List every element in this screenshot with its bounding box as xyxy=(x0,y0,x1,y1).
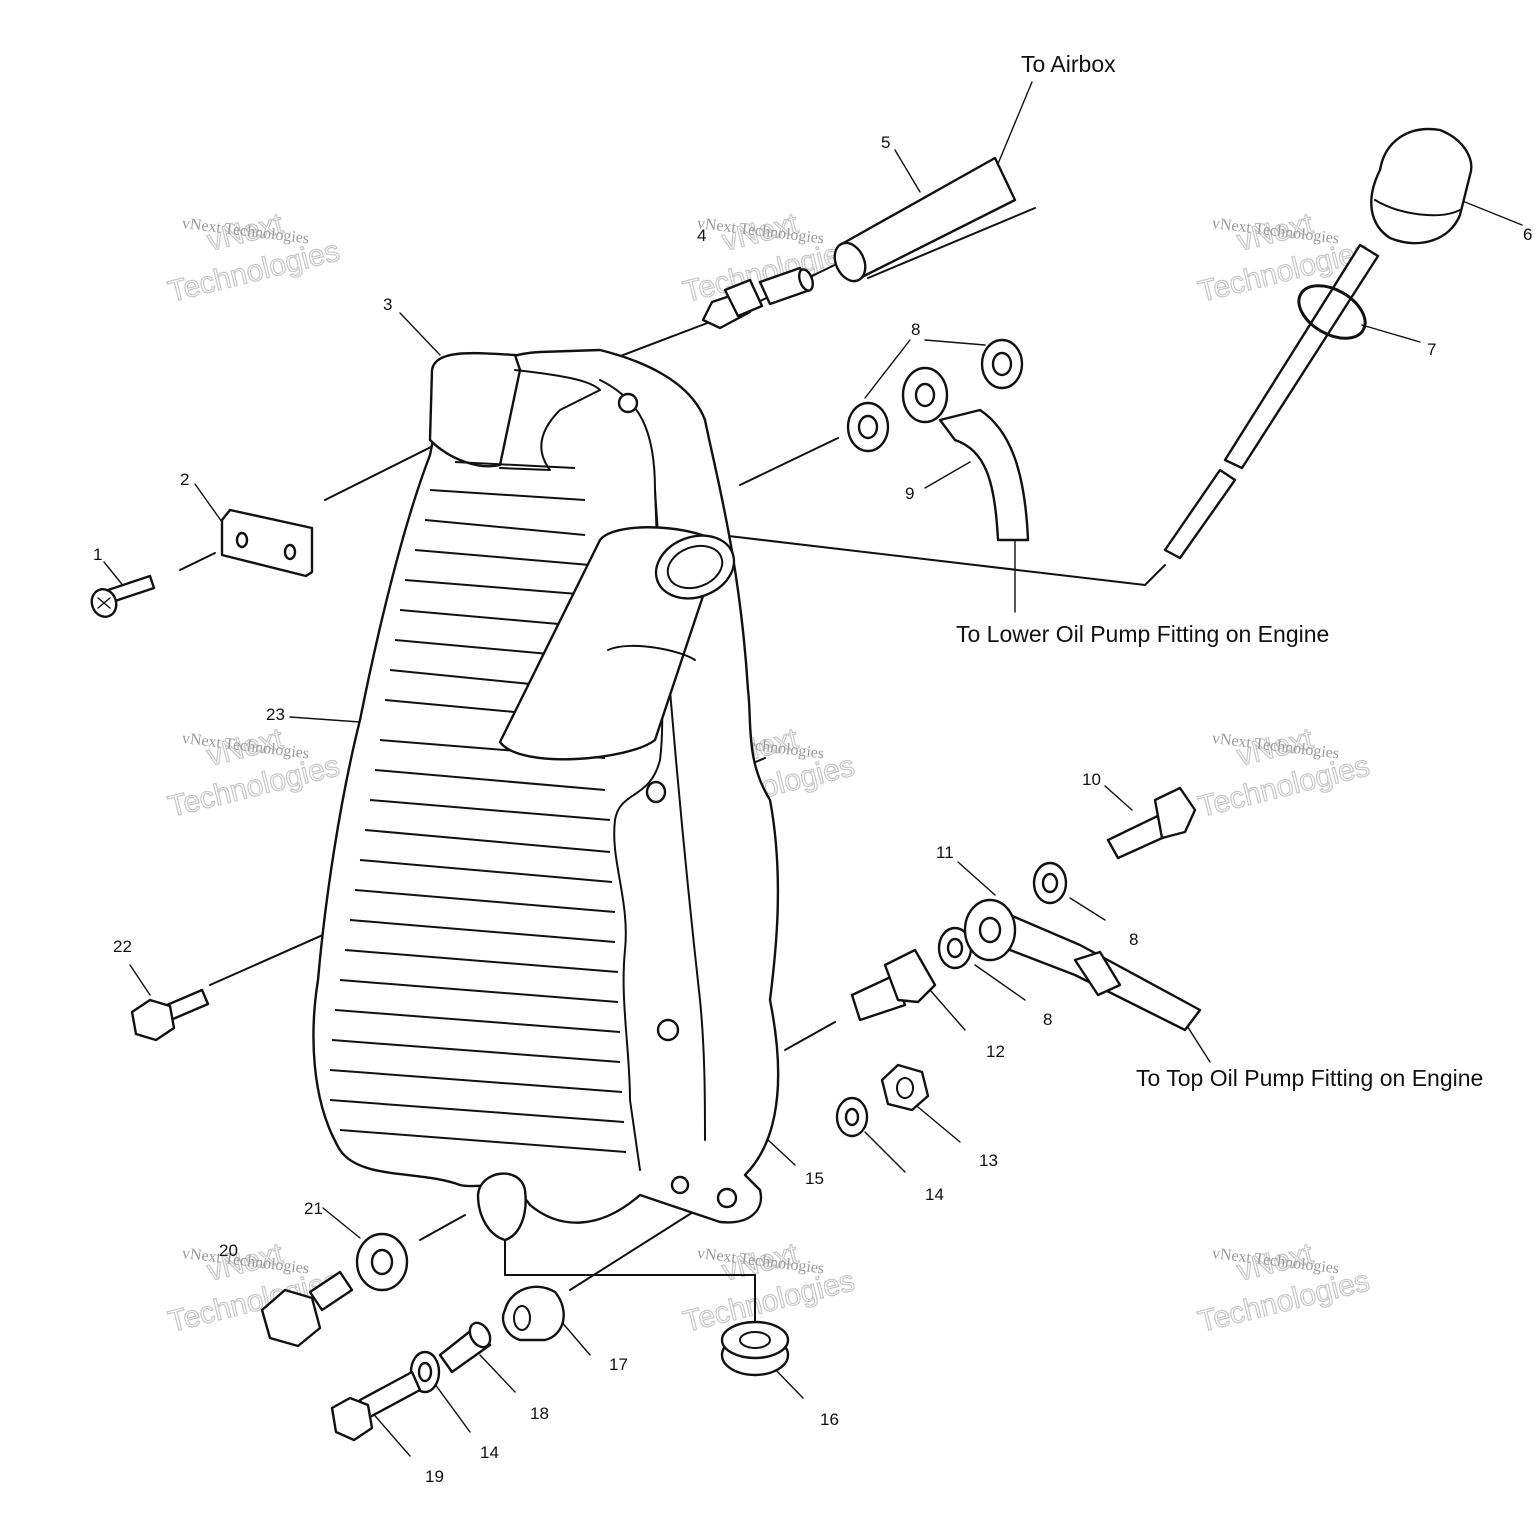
part-number-16: 16 xyxy=(820,1410,839,1429)
part-number-4: 4 xyxy=(697,226,706,245)
nut-part-13 xyxy=(880,1063,930,1112)
banjo-fitting-part-11 xyxy=(963,898,1202,1032)
grommet-part-17 xyxy=(501,1285,565,1342)
part-number-17: 17 xyxy=(609,1355,628,1374)
watermarks: vNext Technologies vNext Technologies vN… xyxy=(164,206,1373,1339)
filler-neck-opening xyxy=(654,534,736,600)
part-number-12: 12 xyxy=(986,1042,1005,1061)
mount-hole-bracket xyxy=(716,1187,738,1209)
part-number-14-left: 14 xyxy=(480,1443,499,1462)
part-number-19: 19 xyxy=(425,1467,444,1486)
dipstick-part xyxy=(1163,243,1380,560)
callout-top-oil-pump: To Top Oil Pump Fitting on Engine xyxy=(1136,1065,1483,1091)
part-number-7: 7 xyxy=(1427,340,1436,359)
watermark: vNext Technologies vNext Technologies xyxy=(1194,721,1373,824)
sleeve-part-18 xyxy=(438,1321,492,1374)
bolt-part-10 xyxy=(1106,786,1197,860)
leader-lines xyxy=(103,81,1523,1457)
bolt-part-19 xyxy=(330,1370,422,1442)
callout-lower-oil-pump: To Lower Oil Pump Fitting on Engine xyxy=(956,621,1329,647)
bracket-part-2 xyxy=(220,508,314,578)
part-number-13: 13 xyxy=(979,1151,998,1170)
part-number-18: 18 xyxy=(530,1404,549,1423)
part-number-22: 22 xyxy=(113,937,132,956)
part-number-5: 5 xyxy=(881,133,890,152)
washer-part-8-upper xyxy=(846,338,1024,453)
part-number-21: 21 xyxy=(304,1199,323,1218)
vent-hose-part-5 xyxy=(833,156,1036,283)
breather-fitting-part-4 xyxy=(701,266,814,330)
part-number-14-right: 14 xyxy=(925,1185,944,1204)
part-number-20: 20 xyxy=(219,1241,238,1260)
grommet-part-16 xyxy=(720,1320,790,1377)
drain-plug-part-20 xyxy=(260,1270,354,1348)
watermark: vNext Technologies vNext Technologies xyxy=(164,721,343,824)
part-number-8-middle: 8 xyxy=(1043,1010,1052,1029)
part-number-11: 11 xyxy=(936,843,954,862)
part-number-1: 1 xyxy=(93,545,102,564)
dipstick-cap-part-6 xyxy=(1370,127,1473,245)
drain-sump xyxy=(476,1172,527,1242)
banjo-fitting-part-9 xyxy=(901,366,1030,542)
part-number-2: 2 xyxy=(180,470,189,489)
mount-hole-bottom xyxy=(670,1175,690,1195)
fitting-part-12 xyxy=(850,948,937,1022)
mount-hole-top xyxy=(617,392,639,414)
washer-part-14-right xyxy=(835,1096,869,1138)
o-ring-part-7 xyxy=(1297,284,1367,340)
part-number-8-right: 8 xyxy=(1129,930,1138,949)
callouts: To Airbox To Lower Oil Pump Fitting on E… xyxy=(956,51,1483,1091)
part-number-10: 10 xyxy=(1082,770,1101,789)
part-number-15: 15 xyxy=(805,1169,824,1188)
watermark: vNext Technologies vNext Technologies xyxy=(1194,1236,1373,1339)
part-number-6: 6 xyxy=(1523,225,1532,244)
washer-part-8-lower xyxy=(937,861,1068,970)
screw-part-1 xyxy=(90,574,156,618)
part-number-9: 9 xyxy=(905,484,914,503)
mount-hole-lower xyxy=(656,1018,680,1042)
watermark: vNext Technologies vNext Technologies xyxy=(164,206,343,309)
callout-to-airbox: To Airbox xyxy=(1021,51,1116,77)
part-number-3: 3 xyxy=(383,295,392,314)
mount-hole-middle xyxy=(645,780,667,804)
part-number-8-upper: 8 xyxy=(911,320,920,339)
washer-part-21 xyxy=(355,1232,409,1292)
part-number-labels: 1 2 3 4 5 6 7 8 9 23 10 11 8 8 12 22 13 … xyxy=(93,133,1532,1486)
oil-tank-body xyxy=(312,348,780,1242)
bolt-part-22 xyxy=(130,988,210,1042)
part-number-23: 23 xyxy=(266,705,285,724)
